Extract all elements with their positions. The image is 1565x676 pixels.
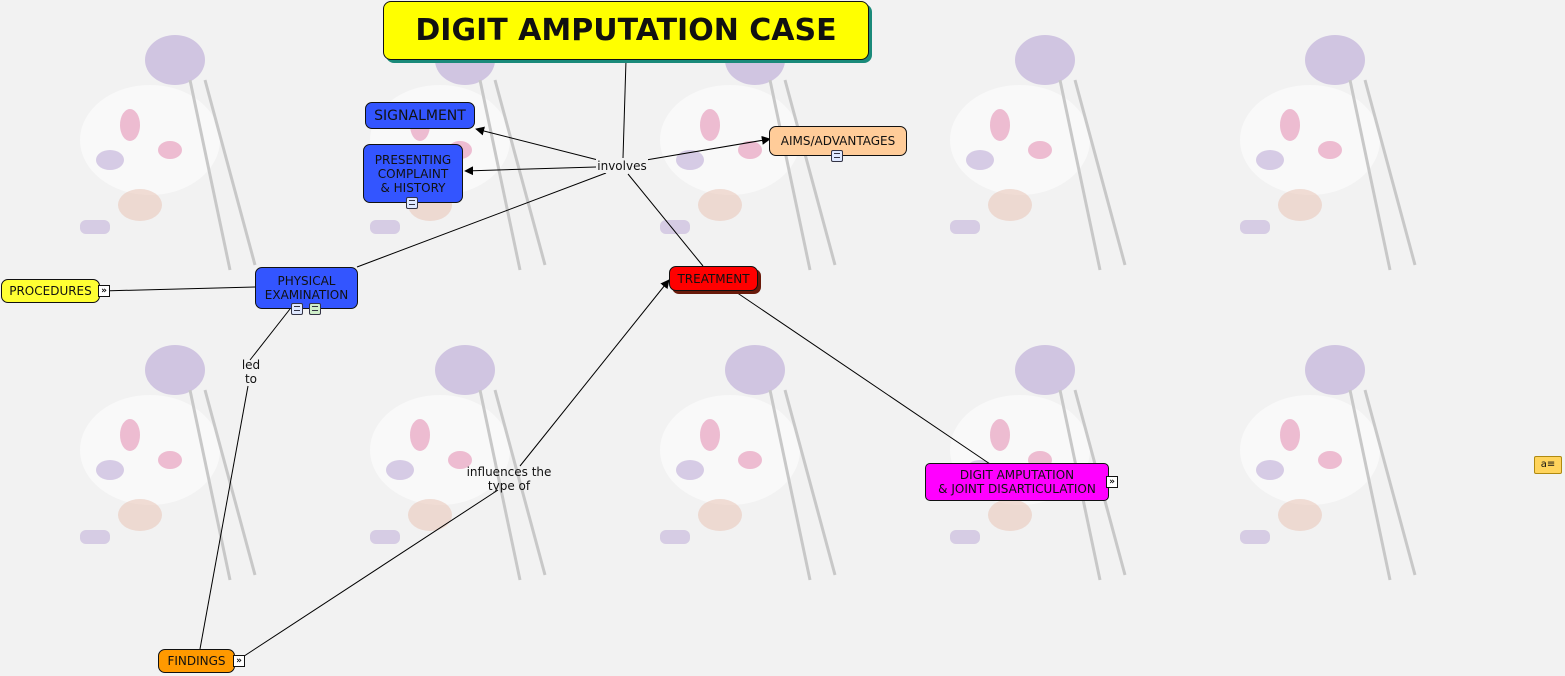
link-label-influences[interactable]: influences the type of (463, 465, 555, 493)
document-icon[interactable] (309, 303, 321, 315)
node-findings[interactable]: FINDINGS (158, 649, 235, 673)
link-treatment-digit (733, 290, 990, 464)
expand-icon[interactable]: » (233, 655, 245, 667)
link-involves-treatment (628, 174, 703, 266)
node-signalment[interactable]: SIGNALMENT (365, 102, 475, 129)
document-icon[interactable] (831, 150, 843, 162)
node-procedures[interactable]: PROCEDURES (1, 279, 100, 303)
document-icon[interactable] (291, 303, 303, 315)
link-physical-procedures (101, 287, 256, 291)
link-involves-presenting (465, 167, 596, 171)
node-physical-examination[interactable]: PHYSICAL EXAMINATION (255, 267, 358, 309)
document-icon[interactable] (406, 197, 418, 209)
link-label-involves[interactable]: involves (596, 159, 648, 173)
link-involves-signalment (476, 129, 598, 160)
link-physical-ledto (250, 309, 290, 360)
expand-icon[interactable]: » (1106, 476, 1118, 488)
link-label-led-to[interactable]: led to (238, 358, 264, 386)
link-ledto-findings (200, 386, 248, 649)
link-title-involves (623, 60, 626, 158)
expand-icon[interactable]: » (98, 285, 110, 297)
link-findings-influences (235, 490, 498, 662)
link-involves-aims (646, 139, 770, 160)
node-presenting-complaint[interactable]: PRESENTING COMPLAINT & HISTORY (363, 144, 463, 203)
link-influences-treatment (520, 280, 669, 466)
map-title[interactable]: DIGIT AMPUTATION CASE (383, 1, 869, 60)
node-digit-amputation[interactable]: DIGIT AMPUTATION & JOINT DISARTICULATION (925, 463, 1109, 501)
annotation-icon[interactable]: a≡ (1534, 456, 1562, 474)
node-treatment[interactable]: TREATMENT (669, 266, 758, 291)
